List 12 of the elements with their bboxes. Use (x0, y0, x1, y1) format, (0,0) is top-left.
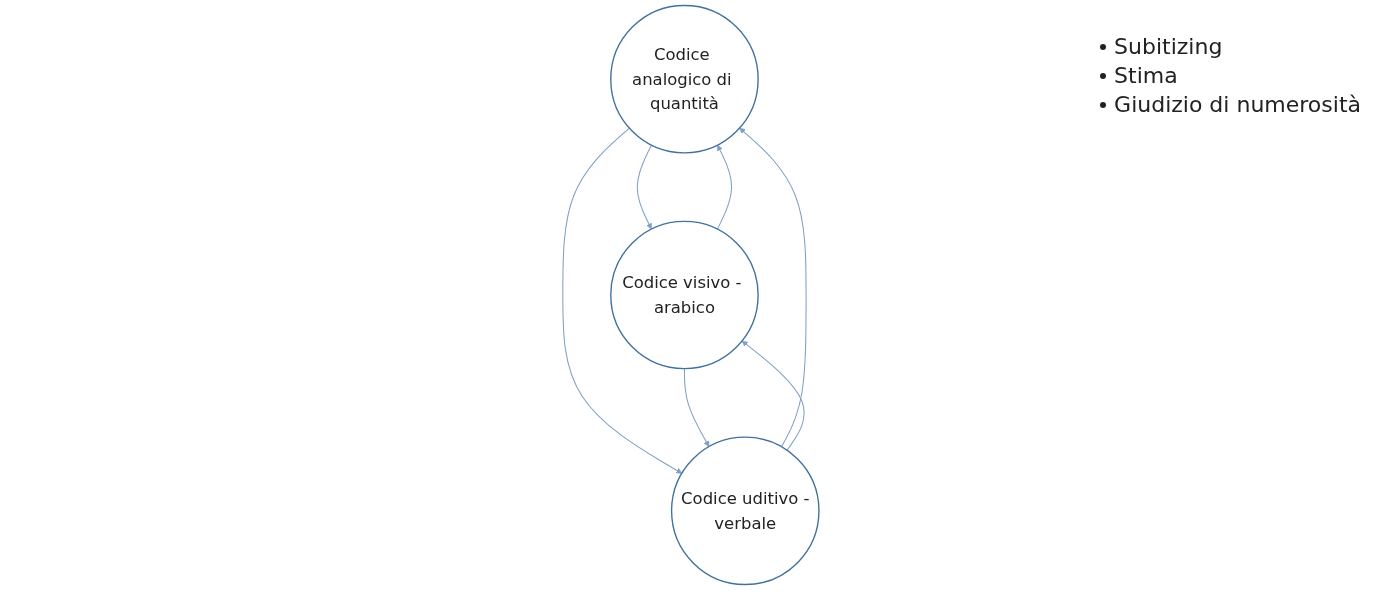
arrow (741, 340, 805, 451)
arrow (716, 144, 732, 230)
bullet-text: Giudizio di numerosità (1114, 92, 1361, 117)
arrow (636, 144, 652, 230)
node-circle: Codice visivo - arabico (609, 220, 759, 370)
bullet-text: Stima (1114, 63, 1178, 88)
arrow (683, 368, 709, 447)
arrow (561, 127, 682, 474)
arrow (738, 127, 807, 448)
bullet-text: Subitizing (1114, 34, 1223, 59)
node-circle: Codice uditivo -verbale (670, 436, 820, 586)
node-circle: Codice analogico di quantità (609, 4, 759, 154)
